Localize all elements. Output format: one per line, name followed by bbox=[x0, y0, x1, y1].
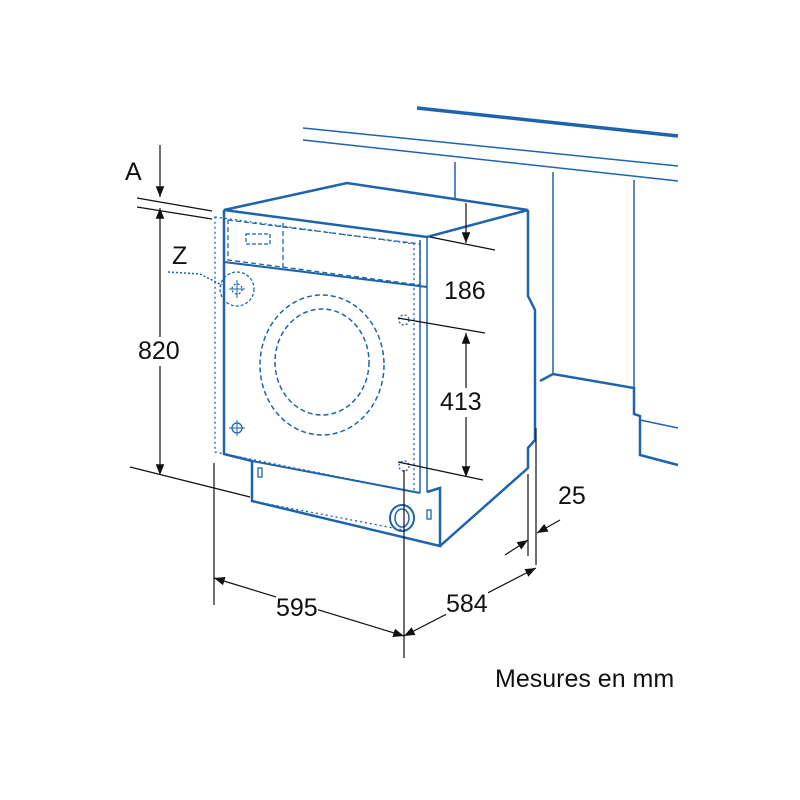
door-outline bbox=[259, 294, 385, 436]
dim-hinge-spacing: 413 bbox=[440, 388, 482, 417]
dim-width: 595 bbox=[276, 594, 318, 623]
dim-depth: 584 bbox=[446, 590, 488, 619]
washing-machine bbox=[167, 181, 537, 548]
units-note: Mesures en mm bbox=[495, 665, 675, 693]
dim-door-gap: 25 bbox=[558, 482, 586, 510]
z-detail-circle bbox=[219, 271, 255, 307]
dimension-lines bbox=[129, 145, 561, 658]
label-a: A bbox=[125, 158, 142, 186]
label-z: Z bbox=[172, 242, 188, 270]
dim-top-offset: 186 bbox=[444, 277, 486, 305]
pump-cap bbox=[389, 504, 415, 532]
dim-height: 820 bbox=[138, 337, 180, 366]
cabinet bbox=[302, 106, 679, 467]
